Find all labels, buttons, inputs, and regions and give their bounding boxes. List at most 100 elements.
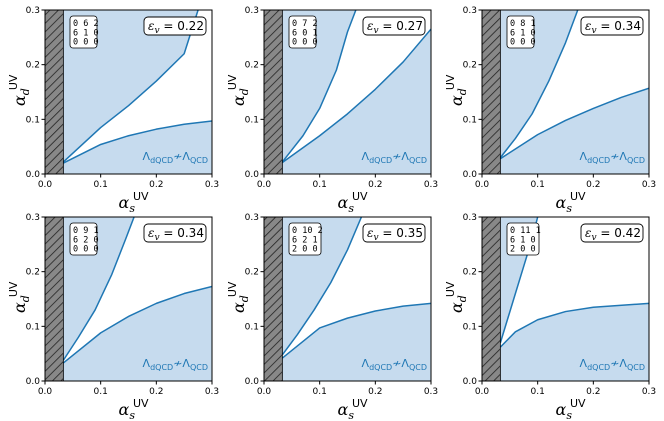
matrix-row: 2 0 0 bbox=[292, 245, 318, 255]
epsilon-box bbox=[580, 223, 644, 243]
axes-frame bbox=[263, 216, 432, 382]
y-tick-label: 0.0 bbox=[26, 377, 41, 387]
y-tick-label: 0.0 bbox=[245, 377, 260, 387]
lower-curve bbox=[62, 285, 212, 364]
y-tick-label: 0.2 bbox=[463, 268, 477, 278]
epsilon-box bbox=[143, 223, 207, 243]
axes-frame bbox=[44, 216, 213, 382]
excluded-band bbox=[44, 9, 64, 175]
lambda-annotation: ΛdQCD≁ΛQCD bbox=[580, 150, 645, 165]
y-tick-label: 0.1 bbox=[245, 115, 259, 125]
white-region bbox=[63, 217, 212, 363]
matrix-row: 0 10 2 bbox=[292, 226, 323, 236]
x-tick-label: 0.3 bbox=[424, 387, 438, 397]
x-tick-label: 0.2 bbox=[586, 180, 600, 190]
lower-curve bbox=[499, 302, 649, 348]
epsilon-box bbox=[362, 223, 426, 243]
matrix-box bbox=[288, 15, 317, 49]
y-tick-label: 0.1 bbox=[463, 322, 477, 332]
epsilon-label: εv = 0.34 bbox=[148, 226, 204, 243]
matrix-row: 6 2 0 bbox=[73, 235, 99, 245]
matrix-row: 0 9 1 bbox=[73, 226, 99, 236]
white-region bbox=[500, 10, 649, 159]
upper-curve bbox=[62, 10, 199, 163]
white-region bbox=[63, 10, 212, 164]
excluded-band bbox=[481, 216, 501, 382]
y-axis-label: αdUV bbox=[444, 74, 469, 106]
axes-frame bbox=[44, 9, 213, 175]
white-region bbox=[282, 10, 431, 163]
matrix-row: 0 0 0 bbox=[292, 38, 318, 48]
matrix-row: 6 1 0 bbox=[510, 235, 536, 245]
x-tick-label: 0.1 bbox=[94, 387, 108, 397]
x-tick-label: 0.3 bbox=[205, 387, 219, 397]
x-tick-label: 0.2 bbox=[149, 387, 163, 397]
x-tick-label: 0.1 bbox=[94, 180, 108, 190]
x-tick-label: 0.3 bbox=[424, 180, 438, 190]
y-tick-label: 0.3 bbox=[463, 213, 477, 223]
x-tick-label: 0.1 bbox=[531, 180, 545, 190]
matrix-box bbox=[69, 222, 98, 256]
x-axis-label: αsUV bbox=[338, 190, 369, 215]
lower-curve bbox=[281, 28, 431, 164]
lambda-annotation: ΛdQCD≁ΛQCD bbox=[143, 150, 208, 165]
matrix-row: 0 0 0 bbox=[73, 38, 99, 48]
lower-curve bbox=[499, 87, 649, 160]
lower-curve bbox=[281, 302, 431, 359]
lambda-annotation: ΛdQCD≁ΛQCD bbox=[362, 150, 427, 165]
y-tick-label: 0.2 bbox=[26, 268, 40, 278]
matrix-row: 0 6 2 bbox=[73, 19, 99, 29]
x-tick-label: 0.0 bbox=[475, 387, 490, 397]
matrix-row: 0 0 0 bbox=[73, 245, 99, 255]
y-tick-label: 0.2 bbox=[245, 268, 259, 278]
y-tick-label: 0.0 bbox=[26, 170, 41, 180]
lambda-annotation: ΛdQCD≁ΛQCD bbox=[362, 357, 427, 372]
x-tick-label: 0.3 bbox=[205, 180, 219, 190]
upper-curve bbox=[281, 217, 363, 356]
upper-curve bbox=[281, 10, 357, 163]
x-tick-label: 0.3 bbox=[642, 387, 656, 397]
x-tick-label: 0.0 bbox=[257, 180, 272, 190]
y-tick-label: 0.2 bbox=[463, 61, 477, 71]
epsilon-label: εv = 0.35 bbox=[367, 226, 423, 243]
y-axis-label: αdUV bbox=[7, 74, 32, 106]
y-tick-label: 0.3 bbox=[245, 6, 259, 16]
x-axis-label: αsUV bbox=[119, 190, 150, 215]
x-tick-label: 0.2 bbox=[368, 180, 382, 190]
y-tick-label: 0.3 bbox=[26, 6, 40, 16]
x-tick-label: 0.1 bbox=[313, 180, 327, 190]
lambda-annotation: ΛdQCD≁ΛQCD bbox=[143, 357, 208, 372]
matrix-row: 0 0 0 bbox=[510, 38, 536, 48]
upper-curve bbox=[499, 10, 579, 159]
matrix-row: 0 8 1 bbox=[510, 19, 536, 29]
x-tick-label: 0.0 bbox=[475, 180, 490, 190]
x-tick-label: 0.1 bbox=[313, 387, 327, 397]
matrix-row: 6 0 1 bbox=[292, 28, 318, 38]
excluded-band bbox=[44, 216, 64, 382]
y-axis-label: αdUV bbox=[7, 281, 32, 313]
lower-curve bbox=[63, 120, 212, 164]
upper-curve bbox=[62, 217, 135, 361]
matrix-box bbox=[69, 15, 98, 49]
matrix-row: 6 2 1 bbox=[292, 235, 318, 245]
x-tick-label: 0.0 bbox=[38, 387, 53, 397]
x-axis-label: αsUV bbox=[338, 397, 369, 421]
axes-frame bbox=[263, 9, 432, 175]
y-tick-label: 0.1 bbox=[26, 322, 40, 332]
matrix-row: 0 7 2 bbox=[292, 19, 318, 29]
white-region bbox=[282, 217, 431, 359]
matrix-row: 2 0 0 bbox=[510, 245, 536, 255]
matrix-row: 0 11 1 bbox=[510, 226, 541, 236]
x-axis-label: αsUV bbox=[556, 397, 587, 421]
epsilon-box bbox=[143, 16, 207, 36]
y-tick-label: 0.2 bbox=[245, 61, 259, 71]
epsilon-label: εv = 0.27 bbox=[367, 19, 423, 36]
epsilon-label: εv = 0.42 bbox=[585, 226, 641, 243]
epsilon-box bbox=[362, 16, 426, 36]
axes-frame bbox=[481, 216, 650, 382]
y-tick-label: 0.0 bbox=[245, 170, 260, 180]
